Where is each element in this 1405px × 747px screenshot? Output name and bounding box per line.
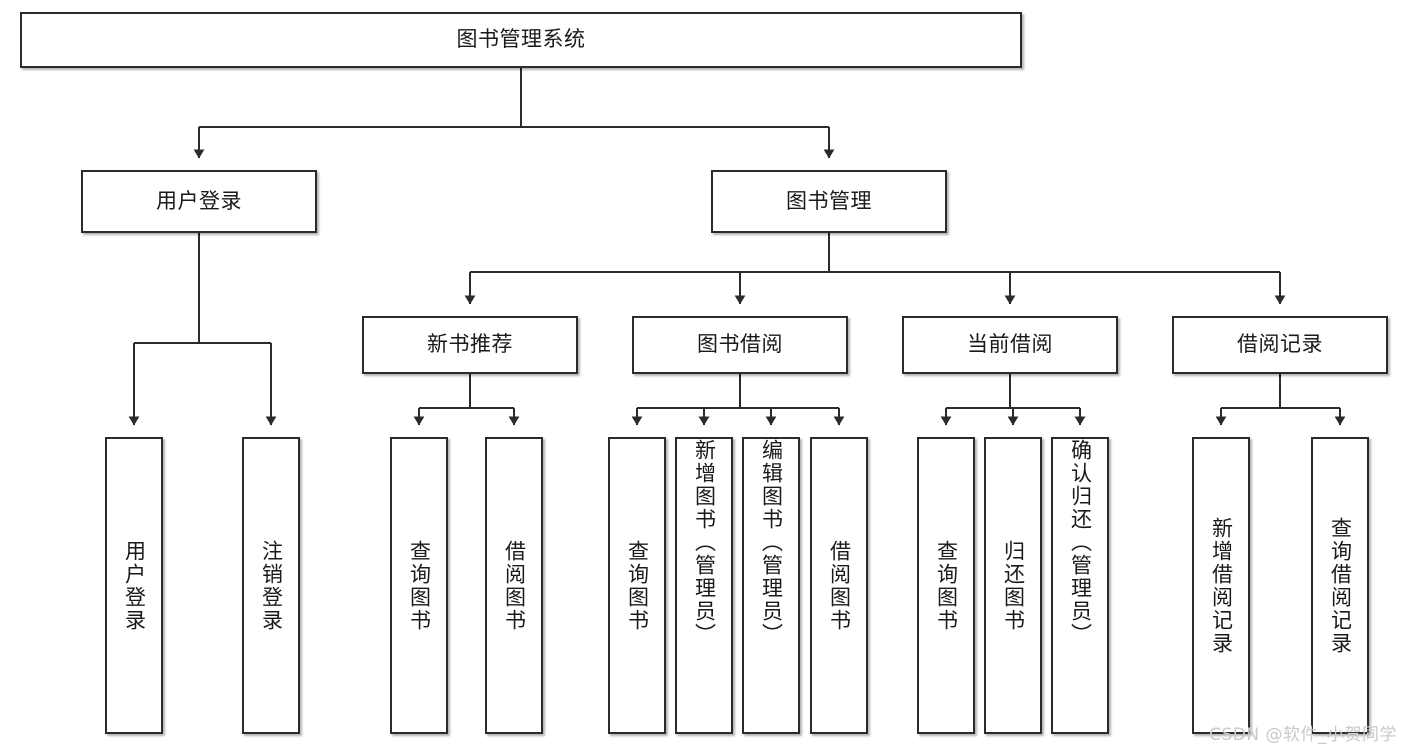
node-label: 图书管理 xyxy=(786,188,872,213)
node-label: 编辑图书（管理员） xyxy=(759,439,784,646)
node-label: 借阅记录 xyxy=(1237,332,1323,357)
leaf-bb-query-book[interactable]: 查询图书 xyxy=(608,437,666,734)
leaf-nbr-query-book[interactable]: 查询图书 xyxy=(390,437,448,734)
node-label: 借阅图书 xyxy=(502,539,527,632)
node-label: 新书推荐 xyxy=(427,332,513,357)
node-root-system[interactable]: 图书管理系统 xyxy=(20,12,1022,68)
node-label: 新增借阅记录 xyxy=(1209,516,1234,655)
node-user-login[interactable]: 用户登录 xyxy=(81,170,317,233)
leaf-br-query-record[interactable]: 查询借阅记录 xyxy=(1311,437,1369,734)
node-label: 查询图书 xyxy=(407,539,432,632)
node-label: 借阅图书 xyxy=(827,539,852,632)
leaf-cb-confirm-return[interactable]: 确认归还（管理员） xyxy=(1051,437,1109,734)
connector-userlogin-to-leaves xyxy=(128,233,277,426)
leaf-br-add-record[interactable]: 新增借阅记录 xyxy=(1192,437,1250,734)
node-label: 查询图书 xyxy=(934,539,959,632)
node-label: 确认归还（管理员） xyxy=(1068,439,1093,646)
connector-borrowrecord-to-leaves xyxy=(1215,374,1346,426)
node-label: 注销登录 xyxy=(259,539,284,632)
connector-bookmanage-to-level3 xyxy=(464,233,1286,305)
node-current-borrow[interactable]: 当前借阅 xyxy=(902,316,1118,374)
node-label: 查询借阅记录 xyxy=(1328,516,1353,655)
connector-root-to-level2 xyxy=(193,68,835,159)
leaf-user-login[interactable]: 用户登录 xyxy=(105,437,163,734)
leaf-user-logout[interactable]: 注销登录 xyxy=(242,437,300,734)
node-label: 查询图书 xyxy=(625,539,650,632)
leaf-bb-borrow-book[interactable]: 借阅图书 xyxy=(810,437,868,734)
node-borrow-record[interactable]: 借阅记录 xyxy=(1172,316,1388,374)
connector-bookborrow-to-leaves xyxy=(631,374,845,426)
connector-currentborrow-to-leaves xyxy=(940,374,1086,426)
leaf-cb-return-book[interactable]: 归还图书 xyxy=(984,437,1042,734)
watermark-text: CSDN @软件_小贺同学 xyxy=(1209,725,1397,745)
node-label: 图书借阅 xyxy=(697,332,783,357)
node-label: 图书管理系统 xyxy=(456,27,586,52)
connector-newbook-to-leaves xyxy=(413,374,520,426)
node-label: 用户登录 xyxy=(156,188,242,213)
leaf-bb-edit-book[interactable]: 编辑图书（管理员） xyxy=(742,437,800,734)
node-label: 用户登录 xyxy=(122,539,147,632)
node-new-book-recommend[interactable]: 新书推荐 xyxy=(362,316,578,374)
leaf-nbr-borrow-book[interactable]: 借阅图书 xyxy=(485,437,543,734)
node-label: 新增图书（管理员） xyxy=(692,439,717,646)
node-book-borrow[interactable]: 图书借阅 xyxy=(632,316,848,374)
node-label: 当前借阅 xyxy=(967,332,1053,357)
node-label: 归还图书 xyxy=(1001,539,1026,632)
node-book-manage[interactable]: 图书管理 xyxy=(711,170,947,233)
leaf-bb-add-book[interactable]: 新增图书（管理员） xyxy=(675,437,733,734)
leaf-cb-query-book[interactable]: 查询图书 xyxy=(917,437,975,734)
